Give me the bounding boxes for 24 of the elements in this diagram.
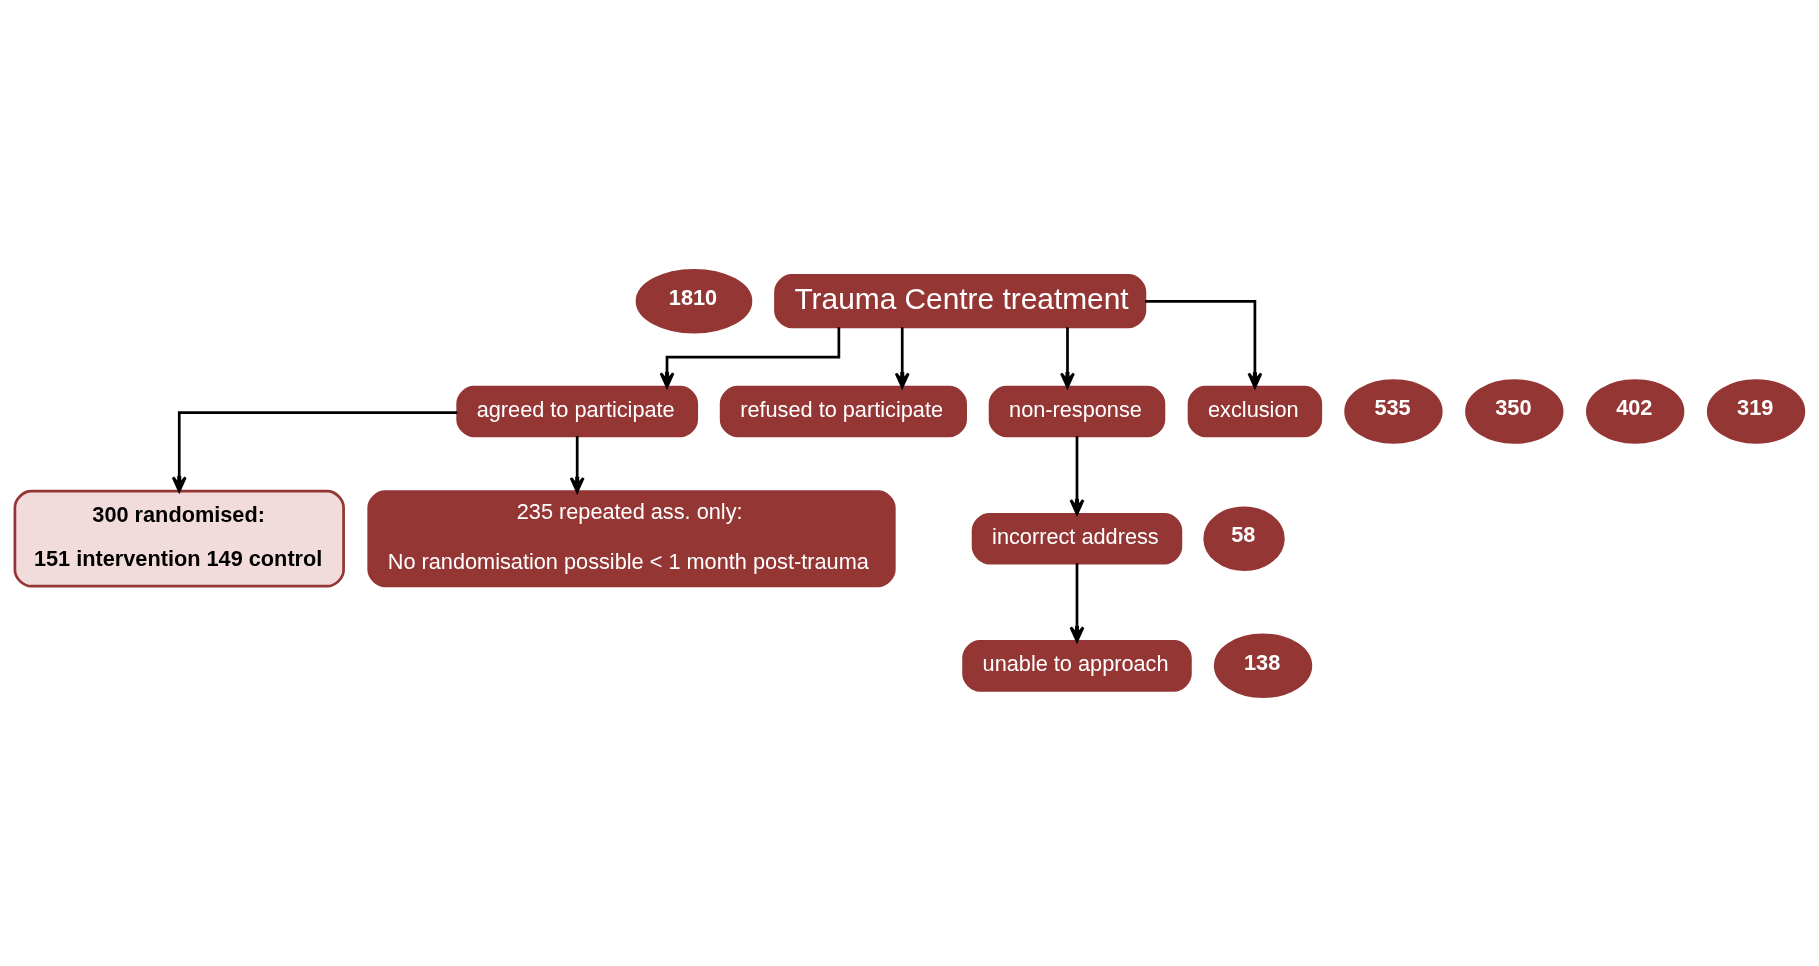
node-box: incorrect address (971, 512, 1183, 564)
node-ellipse: 319 (1706, 378, 1806, 444)
node-box: 235 repeated ass. only: No randomisation possible < 1 month post-trauma (367, 489, 896, 587)
arrow (1145, 299, 1263, 388)
arrow (659, 326, 841, 388)
node-ellipse: 350 (1465, 378, 1564, 444)
arrow (1069, 435, 1085, 515)
arrow (1069, 562, 1085, 642)
node-box: non-response (988, 385, 1166, 437)
node-box: 300 randomised: 151 intervention 149 control (13, 489, 345, 588)
arrow (1060, 326, 1075, 388)
arrow (171, 410, 458, 492)
node-box: refused to participate (719, 385, 967, 437)
node-box: exclusion (1187, 385, 1323, 437)
node-ellipse: 58 (1203, 505, 1285, 571)
node-box: Trauma Centre treatment (774, 273, 1147, 328)
node-box: agreed to participate (456, 385, 699, 437)
node-box: unable to approach (962, 639, 1192, 692)
node-ellipse: 1810 (635, 268, 753, 333)
arrow (569, 435, 585, 493)
arrow (894, 326, 910, 388)
node-ellipse: 535 (1344, 378, 1443, 444)
node-ellipse: 402 (1586, 378, 1685, 444)
node-ellipse: 138 (1213, 633, 1313, 698)
